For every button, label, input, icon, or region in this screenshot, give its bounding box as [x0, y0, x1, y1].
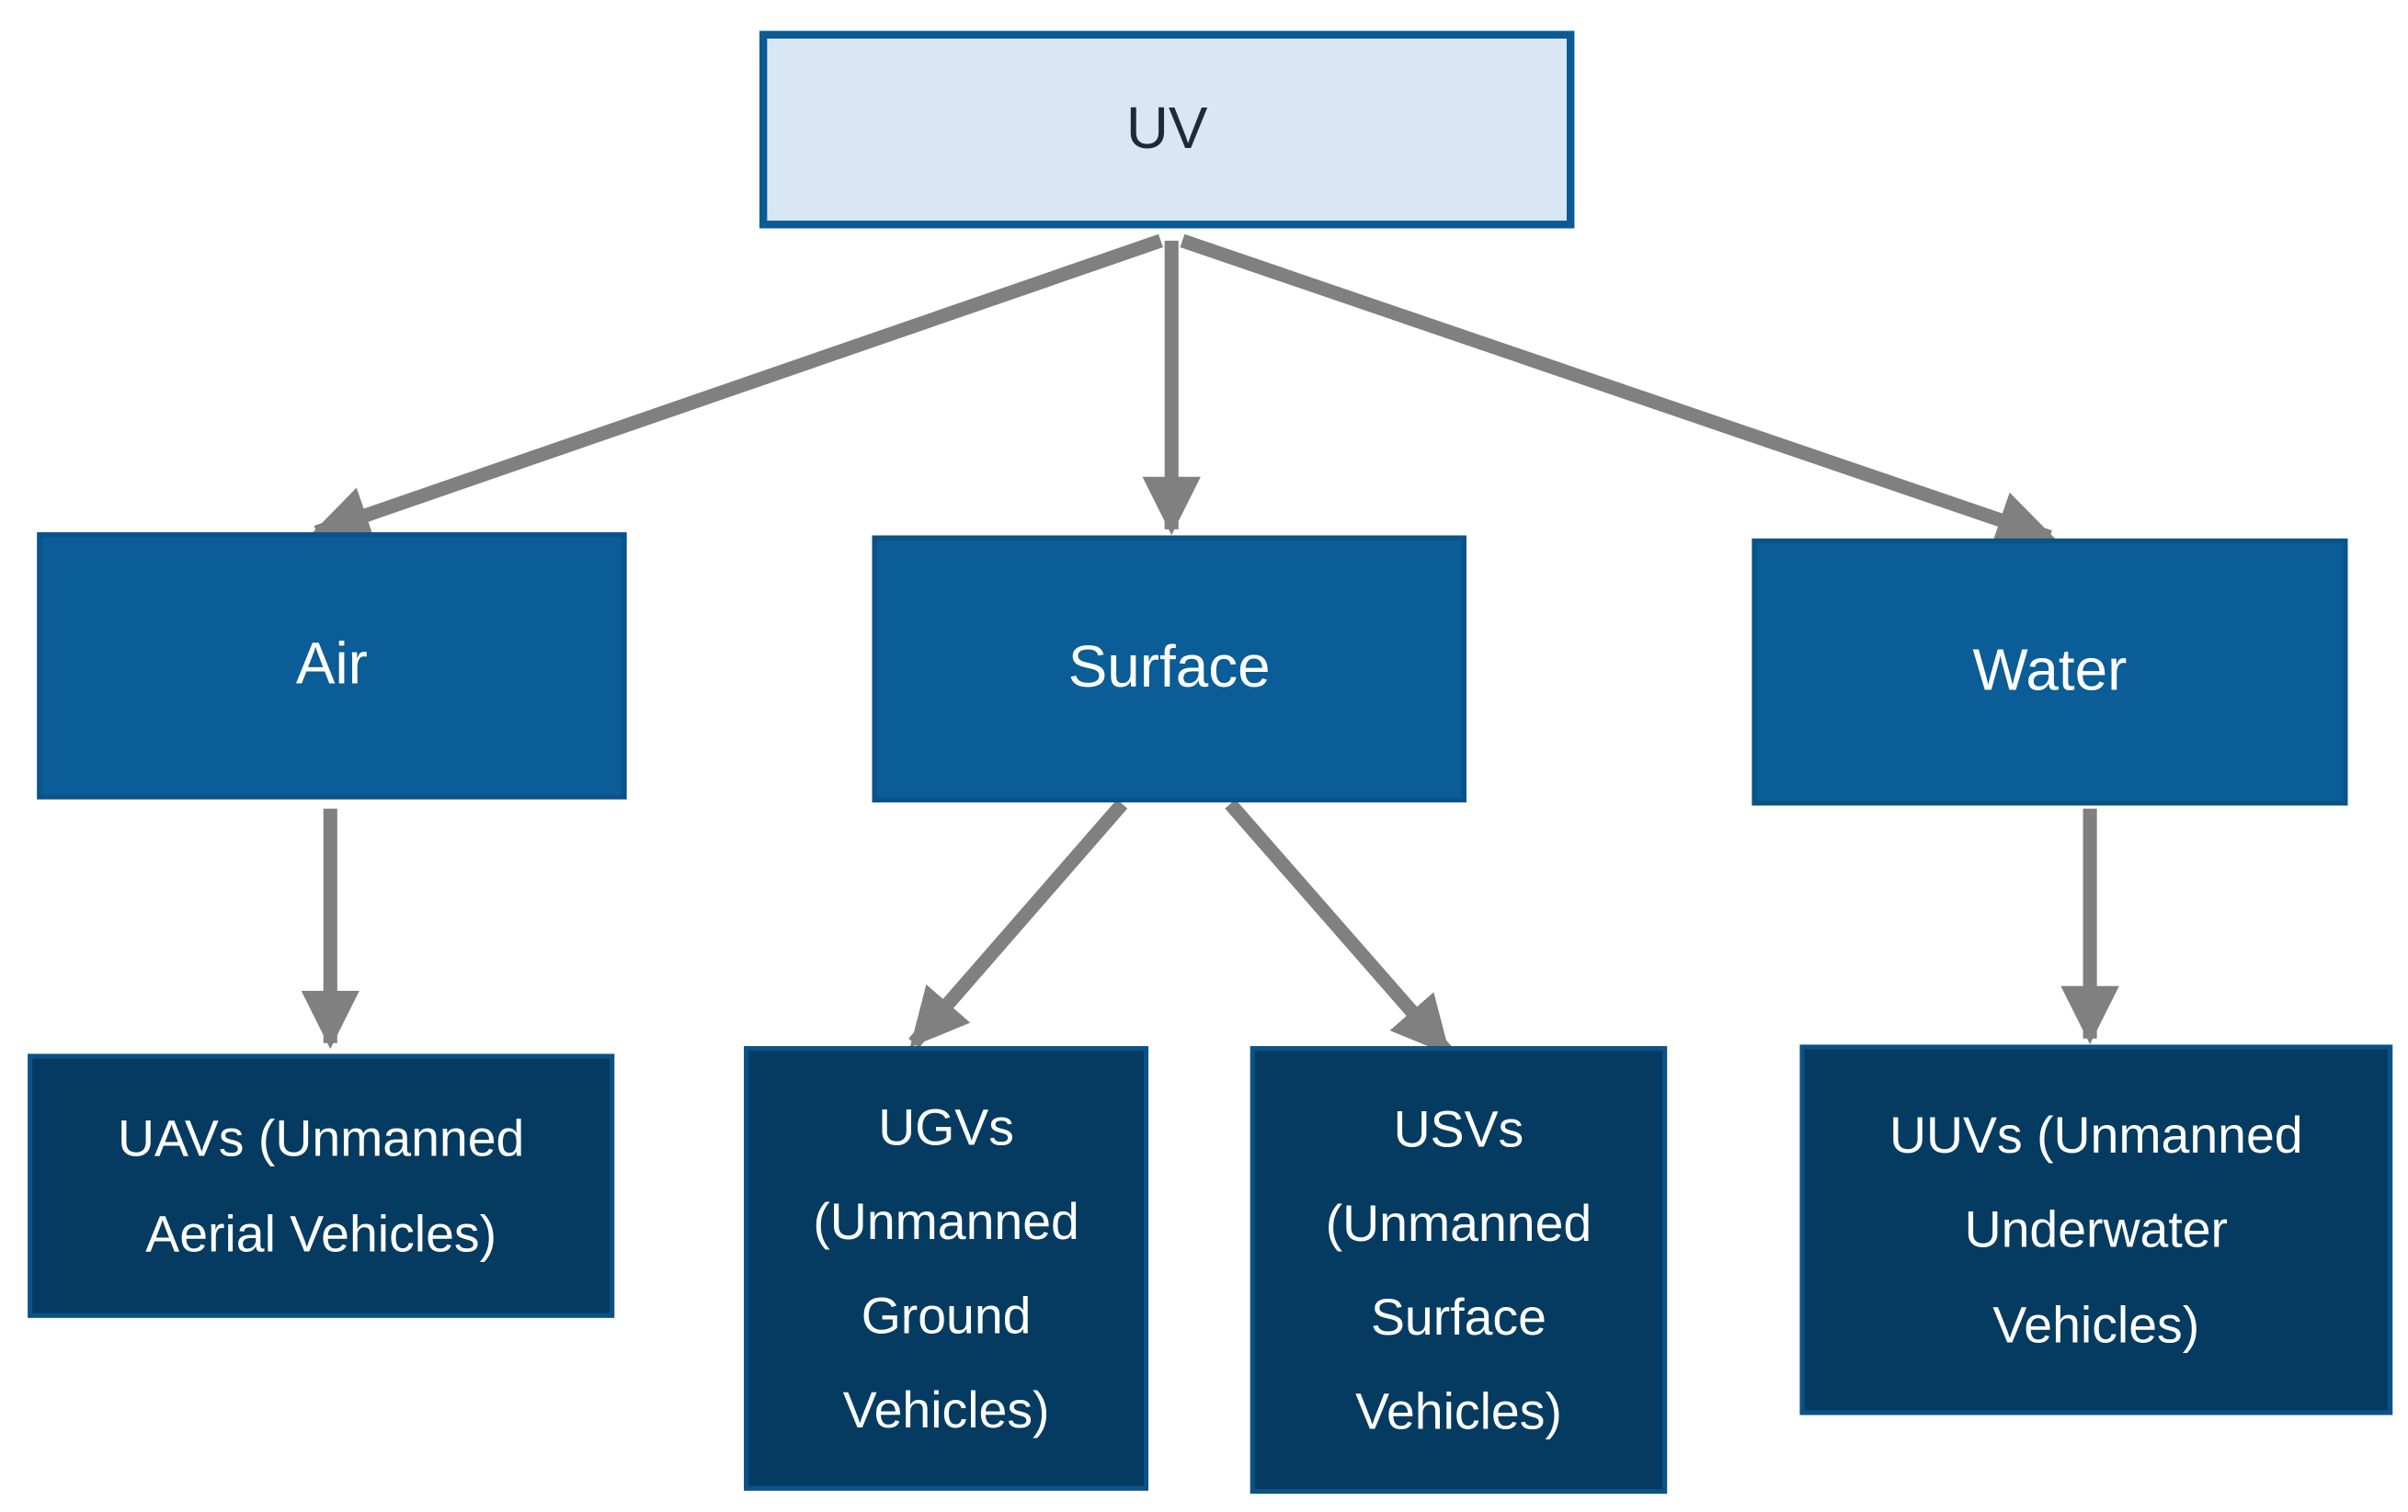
- arrow-surface-to-ugvs: [908, 799, 1128, 1048]
- node-uavs-line: UAVs (Unmanned: [117, 1109, 525, 1167]
- node-air: Air: [37, 532, 627, 800]
- node-usvs-line: Vehicles): [1355, 1382, 1562, 1440]
- node-uuvs-line: UUVs (Unmanned: [1889, 1107, 2303, 1165]
- node-water: Water: [1752, 538, 2348, 806]
- node-uuvs: UUVs (Unmanned Underwater Vehicles): [1799, 1044, 2393, 1415]
- node-usvs: USVs (Unmanned Surface Vehicles): [1250, 1046, 1668, 1495]
- node-water-label: Water: [1972, 639, 2128, 704]
- node-uv-label: UV: [1125, 96, 1208, 162]
- node-uavs-line: Aerial Vehicles): [145, 1204, 497, 1262]
- node-usvs-line: Surface: [1370, 1288, 1546, 1346]
- arrow-uv-to-water: [1180, 233, 2056, 548]
- node-ugvs: UGVs (Unmanned Ground Vehicles): [744, 1046, 1149, 1491]
- node-air-label: Air: [295, 632, 368, 698]
- node-uuvs-line: Underwater: [1964, 1200, 2228, 1259]
- node-uavs: UAVs (Unmanned Aerial Vehicles): [28, 1053, 615, 1318]
- node-ugvs-line: (Unmanned: [813, 1192, 1079, 1250]
- node-surface: Surface: [872, 535, 1466, 802]
- arrow-uv-to-air: [311, 233, 1163, 543]
- node-ugvs-line: Vehicles): [842, 1381, 1050, 1438]
- node-surface-label: Surface: [1067, 635, 1271, 701]
- node-ugvs-line: UGVs: [878, 1098, 1014, 1156]
- node-uv: UV: [759, 30, 1575, 229]
- node-usvs-line: (Unmanned: [1325, 1194, 1592, 1252]
- arrow-surface-to-usvs: [1225, 799, 1452, 1056]
- node-usvs-line: USVs: [1393, 1099, 1524, 1157]
- node-ugvs-line: Ground: [861, 1287, 1032, 1345]
- node-uuvs-line: Vehicles): [1992, 1295, 2200, 1353]
